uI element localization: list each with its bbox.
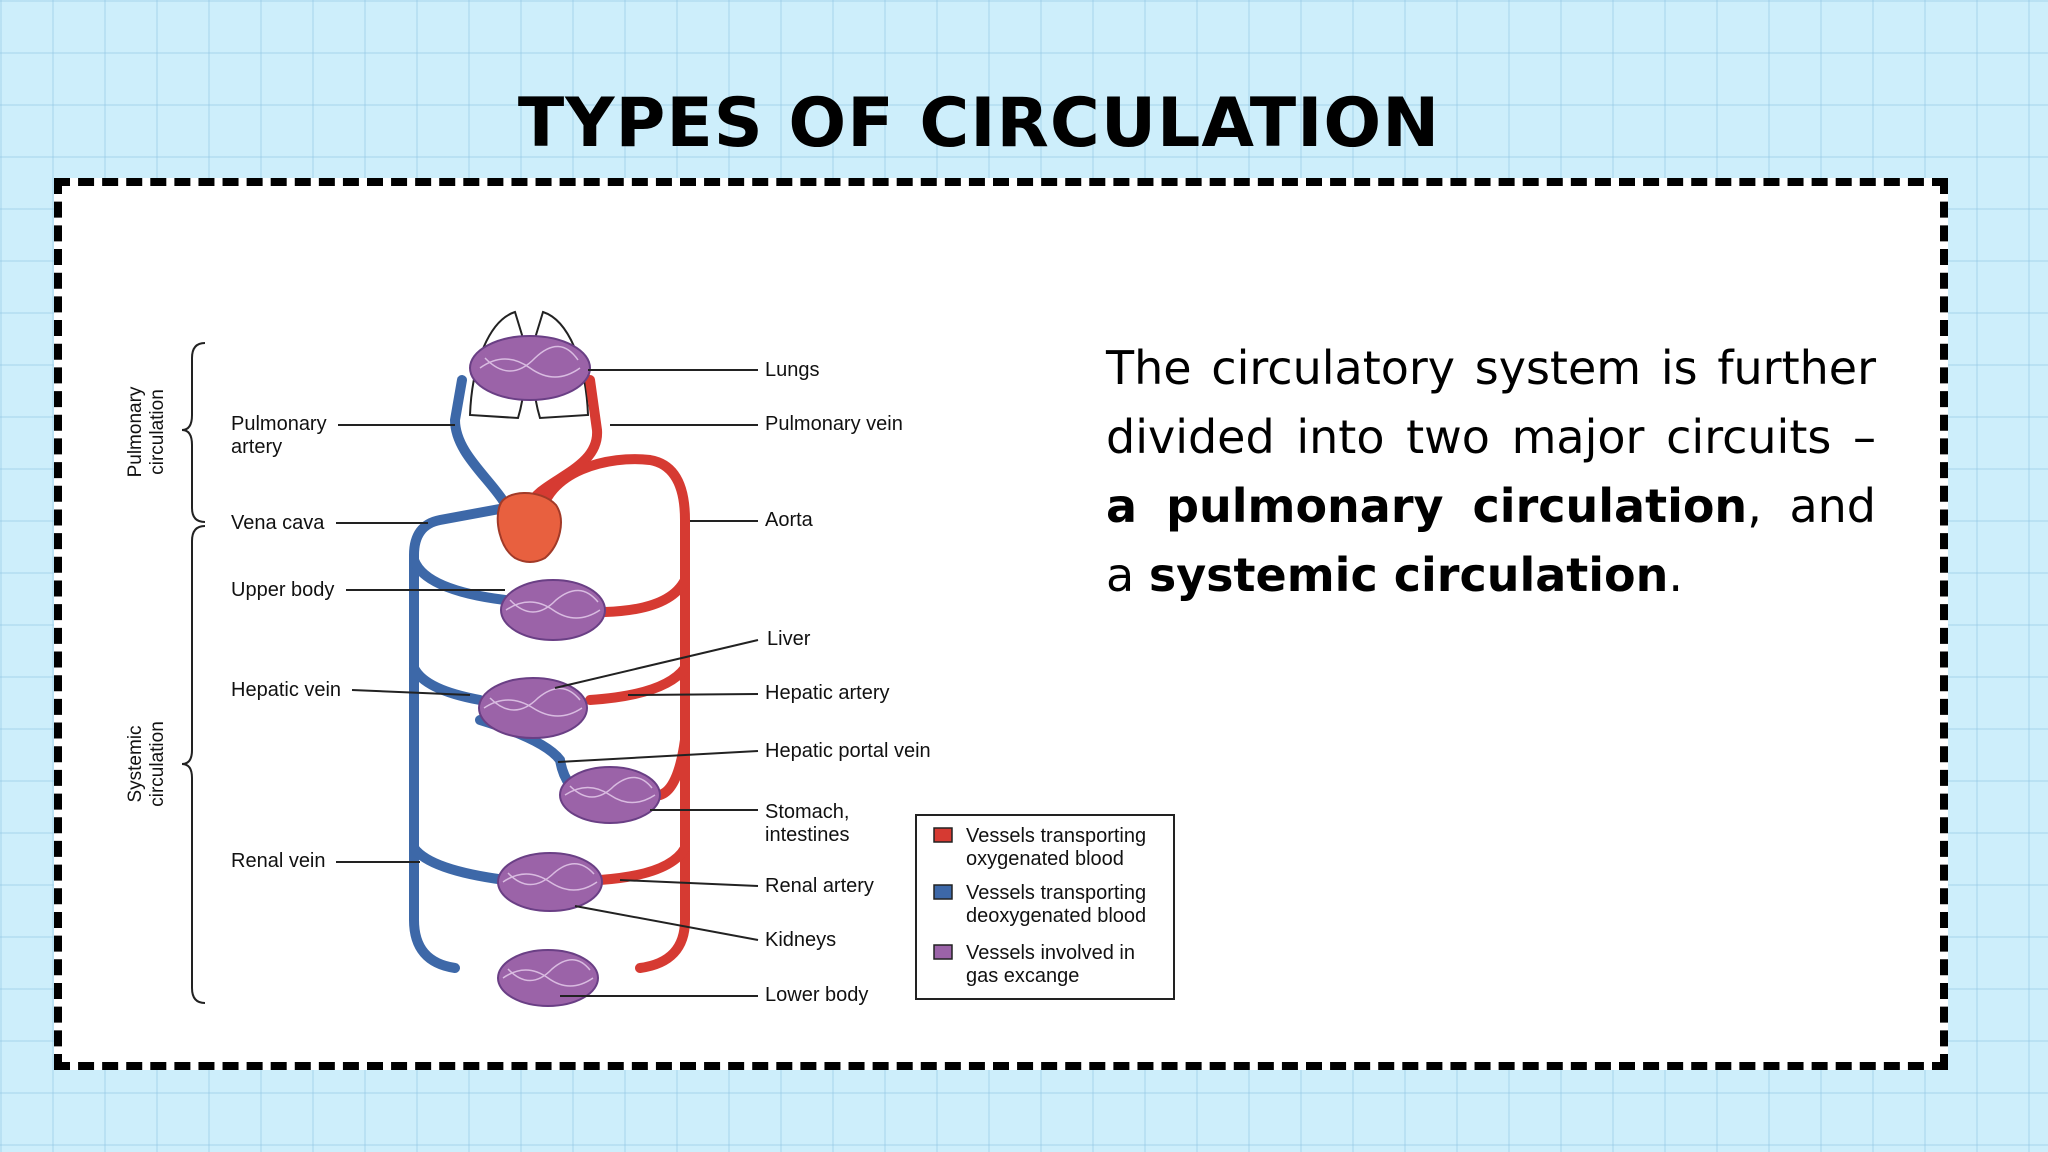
systemic-circulation-label-line2: circulation [147,721,168,807]
pulmonary-artery-label-line1: Pulmonary [231,413,327,435]
legend-box [915,814,1175,1000]
legend-deoxygenated-line1: Vessels transporting [966,882,1146,904]
upper-body-vein [409,555,510,605]
systemic-circulation-label-line1: Systemic [125,725,146,802]
stomach-label-line1: Stomach, [765,801,849,823]
description-term-systemic: systemic circulation [1148,548,1669,602]
systemic-brace [181,525,206,1004]
pulmonary-circulation-label-line2: circulation [147,389,168,475]
legend-swatch-gas-exchange [933,944,953,960]
stomach-label-line2: intestines [765,824,850,846]
legend: Vessels transporting oxygenated blood Ve… [915,814,1175,1000]
aorta-vessel [535,454,690,973]
description-end: . [1668,548,1684,602]
legend-swatch-oxygenated [933,827,953,843]
description-middle: , and a [1106,479,1876,602]
aorta-label: Aorta [765,509,814,531]
capillary-beds [469,335,661,1007]
capillary-mesh [479,345,656,987]
hepatic-artery-vessel [585,663,690,705]
kidneys-label: Kidneys [765,929,836,951]
legend-gas-exchange-line1: Vessels involved in [966,942,1135,964]
slide-title: TYPES OF CIRCULATION [517,84,1441,163]
pulmonary-brace [181,342,206,523]
legend-oxygenated-line1: Vessels transporting [966,825,1146,847]
legend-oxygenated-line2: oxygenated blood [966,848,1124,870]
description-intro: The circulatory system is further divide… [1106,341,1876,464]
legend-deoxygenated-line2: deoxygenated blood [966,905,1146,927]
hepatic-vein-vessel [409,663,485,705]
hepatic-vein-label: Hepatic vein [231,679,341,701]
renal-artery-label: Renal artery [765,875,874,897]
gut-artery-vessel [655,735,690,800]
vena-cava-vessel [409,503,510,973]
upper-body-artery [600,575,690,617]
lower-body-label: Lower body [765,984,868,1006]
heart [496,492,562,563]
legend-swatch-deoxygenated [933,884,953,900]
pulmonary-vein-label: Pulmonary vein [765,413,903,435]
pulmonary-circulation-label-line1: Pulmonary [125,386,146,477]
leader-lines [336,369,759,997]
liver-label: Liver [767,628,811,650]
vena-cava-label: Vena cava [231,512,325,534]
renal-vein-label: Renal vein [231,850,326,872]
renal-vein-vessel [409,843,510,885]
legend-gas-exchange-line2: gas excange [966,965,1079,987]
upper-body-label: Upper body [231,579,334,601]
hepatic-portal-vein-label: Hepatic portal vein [765,740,931,762]
hepatic-artery-label: Hepatic artery [765,682,890,704]
description-term-pulmonary: a pulmonary circulation [1106,479,1748,533]
renal-artery-vessel [595,843,690,885]
pulmonary-artery-label-line2: artery [231,436,282,458]
lungs-label: Lungs [765,359,820,381]
description-paragraph: The circulatory system is further divide… [1106,334,1876,610]
